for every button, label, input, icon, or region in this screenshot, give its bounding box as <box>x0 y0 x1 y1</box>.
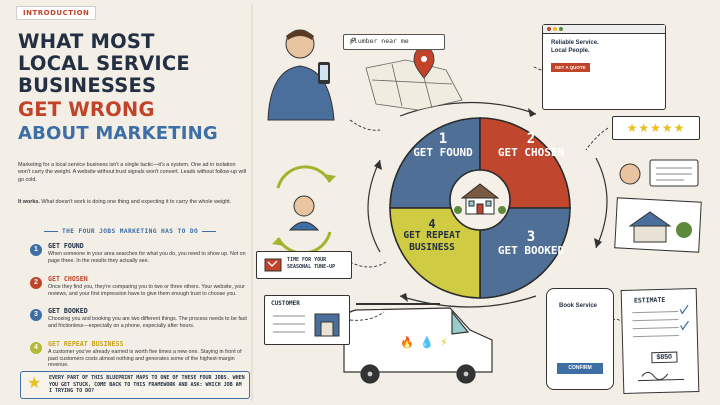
star-icon: ★ <box>27 375 42 392</box>
water-drop-icon: 💧 <box>420 336 434 349</box>
works-text: What doesn't work is doing one thing and… <box>39 199 232 205</box>
flag-icon <box>264 258 282 272</box>
house-photo-illustration <box>614 197 702 253</box>
search-icon: ⌕ <box>350 35 357 46</box>
house-icon <box>454 183 506 215</box>
website-mockup: Reliable Service. Local People. GET A QU… <box>542 24 666 110</box>
get-quote-button: GET A QUOTE <box>551 63 590 72</box>
seasonal-text: TIME FOR YOUR SEASONAL TUNE-UP <box>287 257 336 270</box>
wheel-number: 1 <box>438 131 448 147</box>
seasonal-reminder-card: TIME FOR YOUR SEASONAL TUNE-UP <box>256 251 352 279</box>
headline-line-4: GET WRONG <box>18 98 155 121</box>
flame-icon: 🔥 <box>400 336 414 349</box>
headline-line-3: BUSINESSES <box>18 74 157 97</box>
confirm-button: CONFIRM <box>557 363 603 374</box>
wheel-text: GET CHOSEN <box>497 146 565 159</box>
wheel-number: 3 <box>526 229 536 245</box>
five-star-reviews: ★★★★★ <box>612 116 700 140</box>
search-bar-illustration: plumber near me ⌕ <box>343 34 445 50</box>
lightning-icon: ⚡ <box>440 336 448 349</box>
step-number: 3 <box>30 309 42 321</box>
left-column: INTRODUCTION WHAT MOST LOCAL SERVICE BUS… <box>10 6 248 398</box>
person-with-phone-illustration <box>267 29 335 121</box>
wheel-text: GET REPEAT BUSINESS <box>403 230 461 253</box>
site-tagline: Reliable Service. Local People. <box>551 40 599 54</box>
four-jobs-subheading: THE FOUR JOBS MARKETING HAS TO DO <box>40 228 220 235</box>
arrow-head-icon <box>400 293 408 302</box>
step-description: When someone in your area searches for w… <box>48 251 246 264</box>
browser-bar <box>543 25 665 34</box>
estimate-amount: $850 <box>651 351 678 364</box>
arrow-head-icon <box>374 160 382 170</box>
arrow-head-icon <box>594 238 602 248</box>
step-description: Once they find you, they're comparing yo… <box>48 284 245 297</box>
step-number: 2 <box>30 277 42 289</box>
wheel-text: GET FOUND <box>413 146 473 159</box>
step-title: GET CHOSEN <box>48 275 88 283</box>
booking-phone-mockup: Book Service CONFIRM <box>546 288 614 390</box>
intro-label: INTRODUCTION <box>16 6 97 20</box>
map-illustration <box>365 47 463 111</box>
customer-card: CUSTOMER <box>264 295 350 345</box>
intro-paragraph: Marketing for a local service business i… <box>18 162 246 183</box>
van-service-icons: 🔥 💧 ⚡ <box>400 336 448 349</box>
works-paragraph: It works. What doesn't work is doing one… <box>18 199 248 206</box>
customer-list-lines <box>273 313 340 337</box>
wheel-text: GET BOOKED <box>497 244 565 257</box>
step-description: A customer you've already earned is wort… <box>48 349 242 369</box>
estimate-document: ESTIMATE $850 <box>620 288 700 394</box>
step-title: GET BOOKED <box>48 307 88 315</box>
step-title: GET FOUND <box>48 242 84 250</box>
search-text: plumber near me <box>350 37 409 45</box>
step-number: 1 <box>30 244 42 256</box>
quadrant-get-repeat-business <box>389 207 481 299</box>
works-bold: It works. <box>18 199 40 205</box>
framework-callout: ★ EVERY PART OF THIS BLUEPRINT MAPS TO O… <box>20 371 250 399</box>
cycle-arrows <box>367 101 608 308</box>
quadrant-get-booked <box>479 207 571 299</box>
book-service-title: Book Service <box>559 303 598 309</box>
customer-label: CUSTOMER <box>271 300 300 307</box>
step-title: GET REPEAT BUSINESS <box>48 340 124 348</box>
wheel-number: 2 <box>526 131 536 147</box>
step-description: Choosing you and booking you are two dif… <box>48 316 247 329</box>
step-number: 4 <box>30 342 42 354</box>
headline-line-5: ABOUT MARKETING <box>18 123 218 144</box>
arrow-head-icon <box>528 108 536 117</box>
review-comment-illustration <box>619 159 699 187</box>
estimate-lines <box>632 304 689 382</box>
repeat-cycle-illustration <box>272 165 336 255</box>
headline-line-2: LOCAL SERVICE <box>18 52 190 75</box>
callout-text: EVERY PART OF THIS BLUEPRINT MAPS TO ONE… <box>49 375 245 395</box>
wheel-number: 4 <box>428 217 436 231</box>
service-van-illustration <box>343 303 493 384</box>
headline-line-1: WHAT MOST <box>18 30 155 53</box>
